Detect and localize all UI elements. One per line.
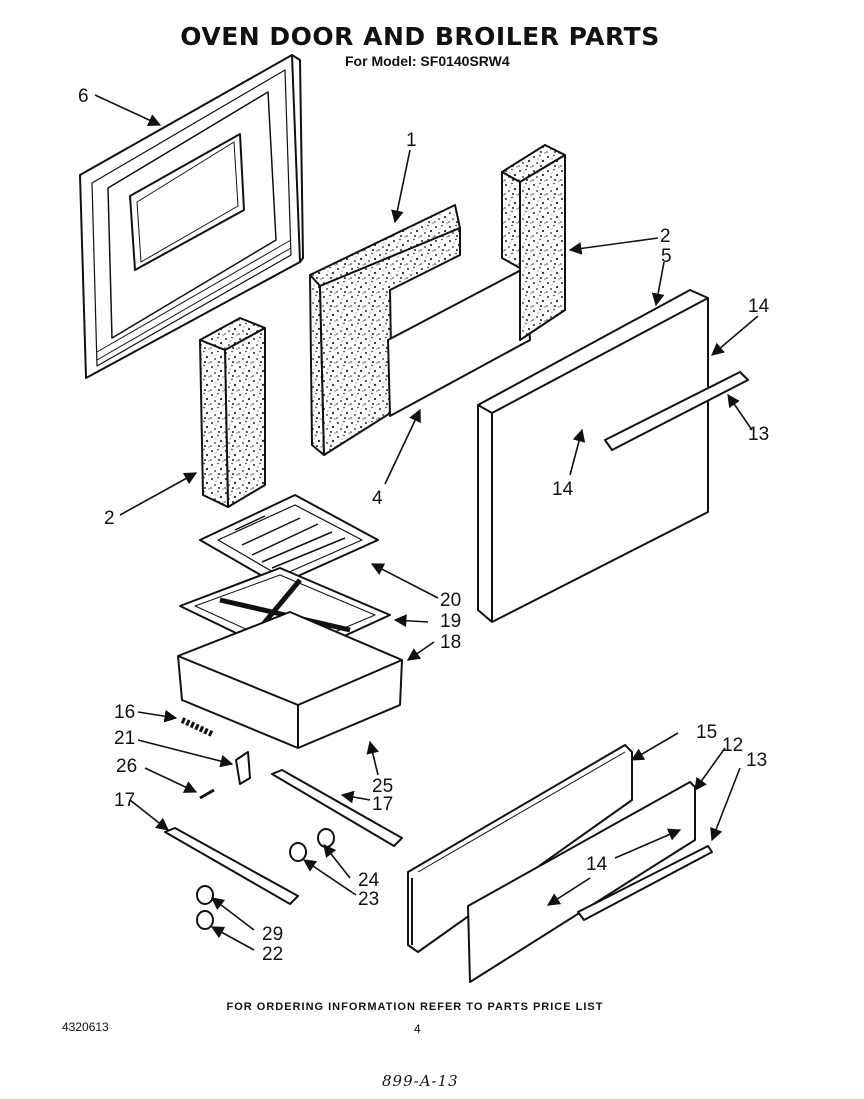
callout-29: 29 bbox=[262, 924, 283, 945]
callout-23: 23 bbox=[358, 889, 379, 910]
callout-13-top: 13 bbox=[748, 424, 769, 445]
page-number: 4 bbox=[414, 1022, 421, 1036]
callout-labels: 6 1 2 5 14 13 14 4 2 20 19 18 16 21 26 1… bbox=[78, 86, 770, 965]
callout-12: 12 bbox=[722, 735, 743, 756]
callout-6: 6 bbox=[78, 86, 89, 107]
callout-2-right: 2 bbox=[660, 226, 671, 247]
broiler-pan bbox=[177, 611, 403, 749]
callout-2-left: 2 bbox=[104, 508, 115, 529]
broiler-inner-panel bbox=[407, 744, 633, 953]
insulation-column-left bbox=[199, 317, 266, 508]
callout-18: 18 bbox=[440, 632, 461, 653]
callout-5: 5 bbox=[661, 246, 672, 267]
broiler-grid bbox=[199, 494, 379, 586]
callout-24: 24 bbox=[358, 870, 380, 891]
roller-parts bbox=[289, 828, 335, 862]
broiler-outer-panel bbox=[467, 781, 696, 983]
document-number: 4320613 bbox=[62, 1020, 109, 1034]
callout-22: 22 bbox=[262, 944, 283, 965]
bracket-left bbox=[164, 827, 299, 905]
callout-4: 4 bbox=[372, 488, 383, 509]
callout-14-top: 14 bbox=[748, 296, 770, 317]
callout-16: 16 bbox=[114, 702, 135, 723]
callout-21: 21 bbox=[114, 728, 135, 749]
callout-19: 19 bbox=[440, 611, 461, 632]
leader-lines bbox=[94, 94, 759, 951]
callout-14-mid: 14 bbox=[552, 479, 574, 500]
callout-17-left: 17 bbox=[114, 790, 135, 811]
page-title: OVEN DOOR AND BROILER PARTS bbox=[180, 22, 660, 51]
callout-17-right: 17 bbox=[372, 794, 393, 815]
door-handle bbox=[604, 371, 749, 451]
bracket-right bbox=[271, 769, 403, 847]
model-subtitle: For Model: SF0140SRW4 bbox=[345, 53, 510, 69]
ordering-note: FOR ORDERING INFORMATION REFER TO PARTS … bbox=[226, 1001, 604, 1013]
callout-1: 1 bbox=[406, 130, 417, 151]
broiler-handle bbox=[577, 845, 713, 921]
handwritten-code: 899-A-13 bbox=[382, 1072, 459, 1090]
roller-parts-lower bbox=[196, 885, 214, 930]
outer-door-panel bbox=[477, 289, 709, 623]
latch-part bbox=[235, 751, 251, 785]
callout-26: 26 bbox=[116, 756, 137, 777]
screw-part bbox=[199, 788, 215, 800]
insulation-column-right bbox=[501, 144, 566, 341]
spring-part bbox=[180, 717, 214, 737]
callout-25: 25 bbox=[372, 776, 393, 797]
callout-20: 20 bbox=[440, 590, 461, 611]
callout-14-bottom: 14 bbox=[586, 854, 608, 875]
callout-13-bottom: 13 bbox=[746, 750, 767, 771]
inner-door-panel bbox=[79, 54, 304, 379]
door-liner-plate bbox=[387, 267, 531, 417]
callout-15: 15 bbox=[696, 722, 717, 743]
